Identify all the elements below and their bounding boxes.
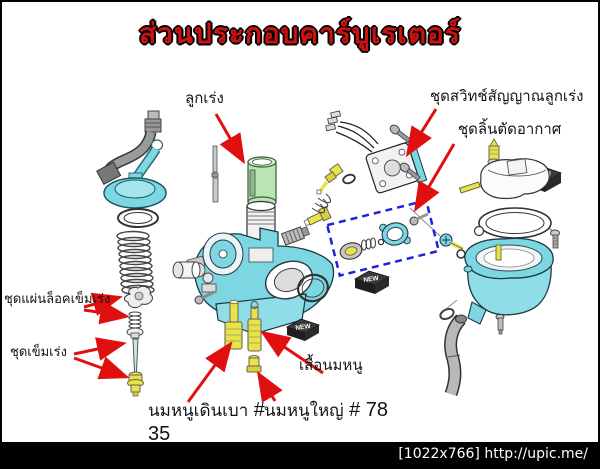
drain-o-ring bbox=[456, 249, 466, 259]
label-idle-jet-value: 35 bbox=[148, 423, 171, 445]
float-pin bbox=[458, 181, 481, 194]
needle-spring bbox=[128, 311, 142, 329]
label-main-jet-number: # 78 bbox=[349, 399, 388, 421]
new-badge-text: NEW bbox=[295, 323, 312, 332]
main-jet bbox=[246, 355, 262, 373]
jet-needle bbox=[132, 338, 139, 376]
throttle-switch-assembly bbox=[325, 110, 428, 194]
float-bowl bbox=[463, 237, 554, 325]
label-jet-needle-set: ชุดเข็มเร่ง bbox=[10, 345, 67, 360]
needle-seat bbox=[126, 327, 144, 339]
bowl-bolt bbox=[495, 314, 505, 335]
body-o-ring bbox=[297, 273, 329, 303]
air-cut-valve-set bbox=[325, 198, 441, 278]
watermark-bar: [1022x766] http://upic.me/ bbox=[2, 442, 598, 467]
needle-lock-plate bbox=[123, 285, 153, 309]
label-air-cut-valve-set: ชุดลิ้นตัดอากาศ bbox=[458, 120, 562, 138]
carburetor-body bbox=[193, 227, 335, 335]
bowl-screw bbox=[550, 229, 560, 249]
needle-jet-holder bbox=[127, 371, 144, 397]
hex-cylinder bbox=[172, 261, 201, 279]
switch-screw-1 bbox=[389, 124, 411, 143]
label-idle-jet-name: นมหนูเดินเบา bbox=[148, 401, 249, 421]
label-main-jet-name: นมหนูใหญ่ bbox=[264, 401, 344, 421]
slide-spring bbox=[116, 230, 155, 296]
throttle-slide bbox=[247, 156, 277, 208]
carburetor-top-cap bbox=[103, 139, 167, 209]
overflow-hose bbox=[439, 307, 467, 397]
pilot-screw bbox=[303, 205, 332, 227]
bowl-gasket bbox=[473, 207, 552, 239]
hose-clamp bbox=[439, 307, 455, 321]
label-throttle-slide: ลูกเร่ง bbox=[185, 89, 224, 107]
new-badge-text: NEW bbox=[363, 275, 380, 284]
ribbed-connector bbox=[280, 226, 310, 246]
label-idle-jet: นมหนูเดินเบา # 35 bbox=[148, 398, 265, 446]
throttle-rod bbox=[211, 145, 219, 203]
float bbox=[480, 158, 550, 200]
cap-o-ring bbox=[117, 208, 159, 228]
drain-screw bbox=[439, 233, 466, 259]
main-jet-housing bbox=[247, 301, 262, 352]
carburetor-exploded-diagram: NEW NEW NEW bbox=[73, 108, 562, 403]
label-needle-lock-plate-set: ชุดแผ่นล็อคเข็มเร่ง bbox=[4, 292, 111, 307]
new-stamp-center: NEW bbox=[353, 270, 391, 294]
label-jet-housing: เสื้อนมหนู bbox=[299, 356, 363, 374]
switch-screw-2 bbox=[399, 162, 421, 181]
pointer-arrows bbox=[73, 108, 456, 403]
dashed-highlight-box bbox=[325, 198, 441, 278]
watermark-text: [1022x766] http://upic.me/ bbox=[398, 446, 588, 462]
body-screw bbox=[194, 290, 215, 305]
new-stamp-jets: NEW bbox=[286, 318, 320, 341]
throttle-cable bbox=[96, 110, 162, 185]
page-title: ส่วนประกอบคาร์บูเรเตอร์ bbox=[139, 17, 461, 50]
label-idle-jet-hash: # bbox=[253, 399, 265, 421]
label-main-jet: นมหนูใหญ่ # 78 bbox=[264, 398, 388, 422]
label-throttle-switch-set: ชุดสวิทช์สัญญาณลูกเร่ง bbox=[430, 87, 584, 105]
idle-adjust-screw bbox=[311, 163, 344, 214]
